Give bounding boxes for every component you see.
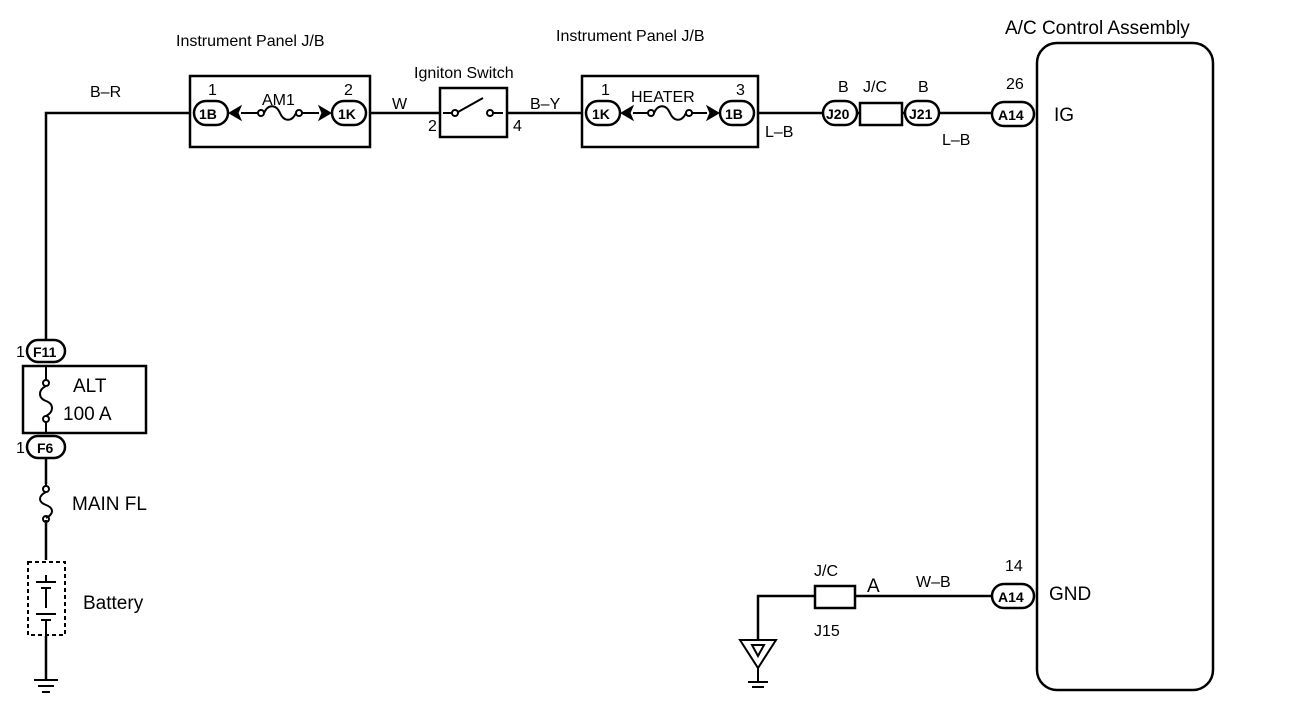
- connector-1b-a: [192, 99, 230, 127]
- wire-l-b-label-2: L–B: [942, 132, 970, 149]
- heater-fuse-end-right: [685, 109, 693, 117]
- connector-1b-a-label: 1B: [199, 106, 217, 122]
- ac-ig-label: IG: [1054, 105, 1074, 126]
- connector-1k-b-label: 1K: [592, 106, 610, 122]
- heater-arrow-left-icon: [620, 104, 635, 122]
- main-fl-end-bottom: [42, 515, 50, 523]
- ac-control-assembly-box: [1035, 41, 1215, 692]
- alt-label-line2: 100 A: [63, 404, 112, 425]
- ac-ig-pin: 26: [1006, 76, 1024, 93]
- ignition-pin-in: 2: [428, 118, 437, 135]
- ignition-pin-out: 4: [513, 118, 522, 135]
- connector-j21: [903, 99, 941, 127]
- connector-1b-b-label: 1B: [725, 106, 743, 122]
- heater-label: HEATER: [631, 89, 695, 106]
- battery-ground-icon: [34, 679, 58, 693]
- heater-arrow-right-icon: [705, 104, 720, 122]
- connector-1k-a: [330, 99, 368, 127]
- jc-bottom-label: J/C: [814, 563, 838, 580]
- alt-fuse-icon: [39, 366, 53, 433]
- wire-b-r-label: B–R: [90, 84, 121, 101]
- connector-1k-b: [584, 99, 622, 127]
- am1-fuse-end-right: [295, 109, 303, 117]
- ignition-title: Igniton Switch: [414, 65, 514, 82]
- wire-b-r: [44, 111, 195, 340]
- wire-b-label-2: B: [918, 79, 929, 96]
- ignition-switch-icon: [443, 97, 503, 114]
- ij-b-left-title: Instrument Panel J/B: [176, 33, 325, 50]
- chassis-ground-icon: [738, 639, 778, 688]
- ij-b-right-title: Instrument Panel J/B: [556, 28, 705, 45]
- connector-j20: [821, 99, 859, 127]
- am1-pin-in: 1: [208, 82, 217, 99]
- heater-fuse-end-left: [647, 109, 655, 117]
- am1-arrow-left-icon: [228, 104, 243, 122]
- battery-label: Battery: [83, 593, 144, 614]
- am1-arrow-right-icon: [317, 104, 332, 122]
- am1-label: AM1: [262, 92, 295, 109]
- alt-fuse-end-bottom: [42, 415, 50, 423]
- main-fl-label: MAIN FL: [72, 494, 147, 515]
- connector-a14-ig: [990, 100, 1036, 128]
- connector-a14-gnd: [990, 582, 1036, 610]
- connector-f6: [25, 434, 67, 460]
- alt-label-line1: ALT: [73, 376, 107, 397]
- connector-a14-gnd-label: A14: [998, 589, 1024, 605]
- heater-pin-in: 1: [601, 82, 610, 99]
- connector-j21-label: J21: [909, 106, 933, 122]
- jc-top-label: J/C: [863, 79, 887, 96]
- connector-f11-label: F11: [33, 344, 57, 360]
- connector-1k-a-label: 1K: [338, 106, 356, 122]
- junction-connector-top: [858, 101, 904, 127]
- heater-fuse-icon: [633, 105, 707, 121]
- junction-connector-j15: [813, 584, 857, 610]
- am1-pin-out: 2: [344, 82, 353, 99]
- am1-fuse-end-left: [257, 109, 265, 117]
- ac-gnd-label: GND: [1049, 584, 1091, 605]
- wire-w-b-label: W–B: [916, 574, 951, 591]
- ac-title: A/C Control Assembly: [1005, 18, 1190, 39]
- j15-label: J15: [814, 623, 840, 640]
- f6-pin: 1: [16, 440, 25, 457]
- main-fl-end-top: [42, 485, 50, 493]
- connector-a14-ig-label: A14: [998, 107, 1024, 123]
- wire-l-b-label-1: L–B: [765, 124, 793, 141]
- main-fl-mask: [38, 484, 54, 520]
- wire-b-label-1: B: [838, 79, 849, 96]
- alt-fuse-end-top: [42, 379, 50, 387]
- connector-f6-label: F6: [37, 440, 54, 456]
- ac-gnd-pin: 14: [1005, 558, 1023, 575]
- wire-w-label: W: [392, 96, 408, 113]
- connector-f11: [25, 338, 67, 364]
- wire-b-y-label: B–Y: [530, 96, 561, 113]
- f11-pin: 1: [16, 344, 25, 361]
- wire-ground-j15: [756, 594, 815, 640]
- connector-1b-b: [718, 99, 756, 127]
- heater-pin-out: 3: [736, 82, 745, 99]
- connector-j20-label: J20: [826, 106, 850, 122]
- battery-icon: [36, 575, 56, 636]
- chassis-ground-fill: [750, 644, 766, 659]
- wire-a-label: A: [867, 576, 880, 597]
- am1-fuse-icon: [241, 105, 319, 121]
